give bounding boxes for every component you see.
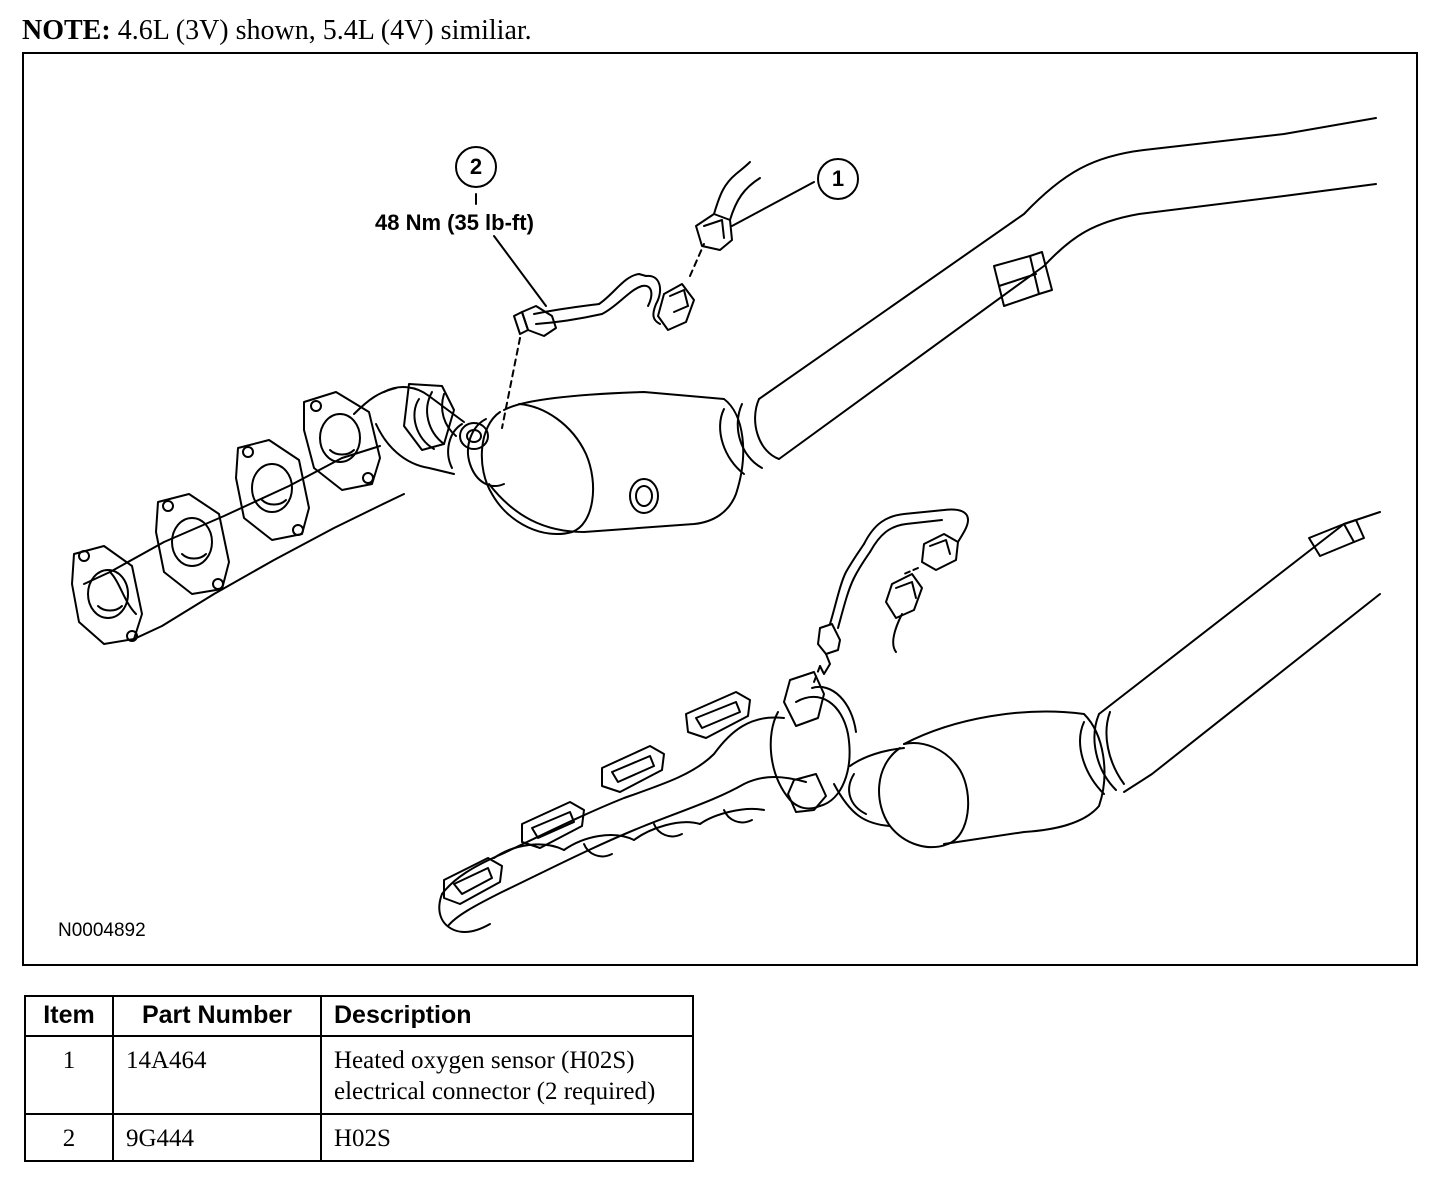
lower-flange-gasket [769,671,857,813]
callout-1-leader [731,181,815,227]
exhaust-line-drawing [71,117,1381,933]
lower-oxygen-sensor [813,508,969,683]
upper-pipe-flange [719,398,780,475]
note-text: 4.6L (3V) shown, 5.4L (4V) similiar. [117,15,532,46]
callout-2-leader [493,235,547,307]
upper-exhaust-manifold [71,387,405,645]
header-item: Item [24,995,114,1037]
row-item: 1 [24,1035,114,1115]
upper-flex-joint [375,383,465,475]
callout-2: 2 [455,146,497,188]
header-description: Description [320,995,694,1037]
torque-spec: 48 Nm (35 lb-ft) [375,210,534,235]
parts-table-header: Item Part Number Description [24,995,694,1037]
upper-catalytic-converter [447,391,745,536]
parts-table: Item Part Number Description 1 14A464 He… [24,995,694,1162]
table-row: 1 14A464 Heated oxygen sensor (H02S) ele… [24,1035,694,1115]
row-item: 2 [24,1113,114,1162]
table-row: 2 9G444 H02S [24,1113,694,1162]
header-part-number: Part Number [112,995,322,1037]
row-description: Heated oxygen sensor (H02S) electrical c… [320,1035,694,1115]
row-part-number: 14A464 [112,1035,322,1115]
lower-pipe-flange [1079,711,1125,795]
callout-1: 1 [817,158,859,200]
lower-tailpipe [1098,511,1381,793]
note-line: NOTE: 4.6L (3V) shown, 5.4L (4V) similia… [22,14,532,48]
lower-exhaust-manifold [438,691,807,933]
lower-catalytic-converter [833,710,1106,849]
upper-oxygen-sensor [501,161,761,429]
note-label: NOTE: [22,15,111,46]
row-description: H02S [320,1113,694,1162]
upper-tailpipe [758,117,1377,460]
exhaust-illustration: N0004892 48 Nm (35 lb-ft) 2 1 [22,52,1418,966]
row-part-number: 9G444 [112,1113,322,1162]
figure-id: N0004892 [58,920,146,941]
